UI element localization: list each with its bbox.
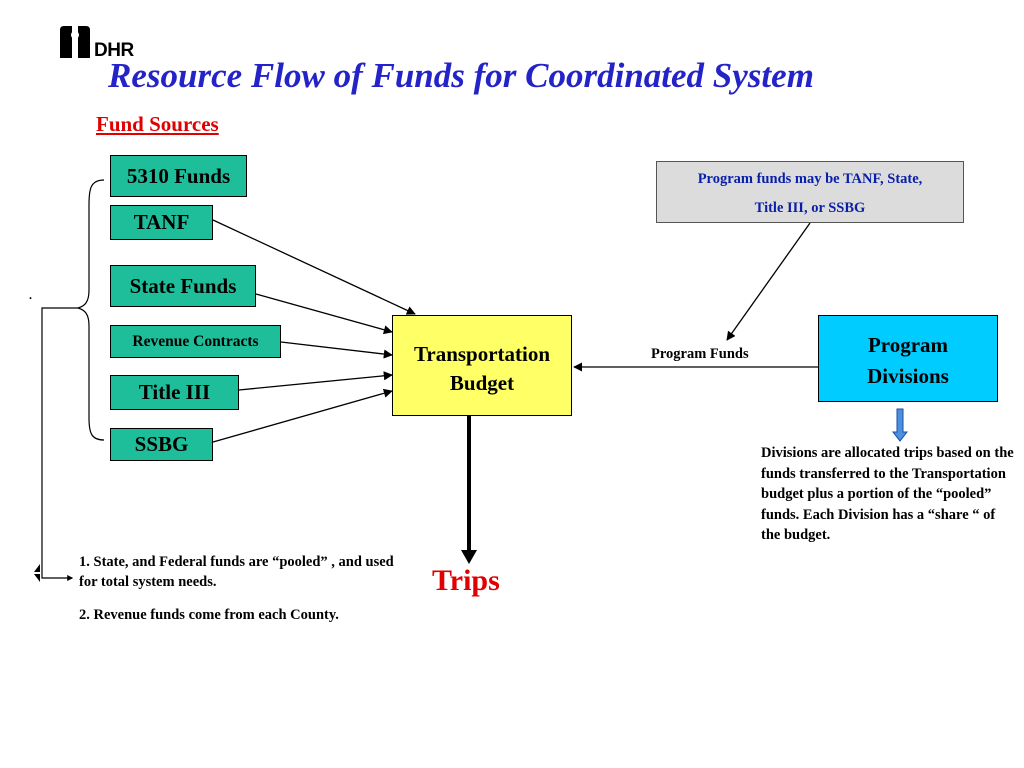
divisions-description: Divisions are allocated trips based on t… <box>761 445 1014 543</box>
arrow-budget-to-trips-head <box>461 550 477 564</box>
arrow-title3-to-budget <box>238 371 393 391</box>
small-arrow-up <box>34 564 40 572</box>
note-pooled-funds: 1. State, and Federal funds are “pooled”… <box>79 554 394 590</box>
blue-down-arrow <box>891 408 909 442</box>
fund-box-ssbg: SSBG <box>110 428 213 461</box>
fund-box-revenue-contracts: Revenue Contracts <box>110 325 281 358</box>
arrow-revenue-to-budget <box>280 341 393 359</box>
program-divisions-line-2: Divisions <box>867 364 949 388</box>
transportation-budget-box: Transportation Budget <box>392 315 572 416</box>
fund-box-tanf: TANF <box>110 205 213 240</box>
dhr-logo-icon <box>60 26 90 58</box>
trips-label: Trips <box>432 564 500 597</box>
dhr-logo-text: DHR <box>94 40 134 61</box>
fund-box-title-iii: Title III <box>110 375 239 410</box>
small-arrow-down <box>34 574 40 582</box>
program-divisions-line-1: Program <box>867 333 949 357</box>
transportation-budget-line-2: Budget <box>449 371 515 395</box>
fund-box-5310: 5310 Funds <box>110 155 247 197</box>
program-funds-label: Program Funds <box>651 346 749 362</box>
fund-box-state-funds: State Funds <box>110 265 256 307</box>
page-title: Resource Flow of Funds for Coordinated S… <box>108 56 814 95</box>
transportation-budget-line-1: Transportation <box>413 342 551 366</box>
arrow-tanf-to-budget <box>212 219 416 315</box>
fund-sources-heading: Fund Sources <box>96 112 219 136</box>
program-divisions-box: Program Divisions <box>818 315 998 402</box>
note-revenue-funds: 2. Revenue funds come from each County. <box>79 607 339 623</box>
note-box-line-2: Title III, or SSBG <box>754 200 866 216</box>
program-funds-note-box: Program funds may be TANF, State, Title … <box>656 161 964 223</box>
brace-to-notes-connector <box>41 307 78 581</box>
dhr-logo: DHR <box>58 24 150 62</box>
fund-sources-brace <box>75 179 105 441</box>
dot-mark: . <box>29 288 32 302</box>
note-box-line-1: Program funds may be TANF, State, <box>697 171 923 187</box>
arrow-ssbg-to-budget <box>212 388 393 443</box>
arrow-state-to-budget <box>255 293 393 335</box>
arrow-note-to-program-funds <box>726 222 811 341</box>
